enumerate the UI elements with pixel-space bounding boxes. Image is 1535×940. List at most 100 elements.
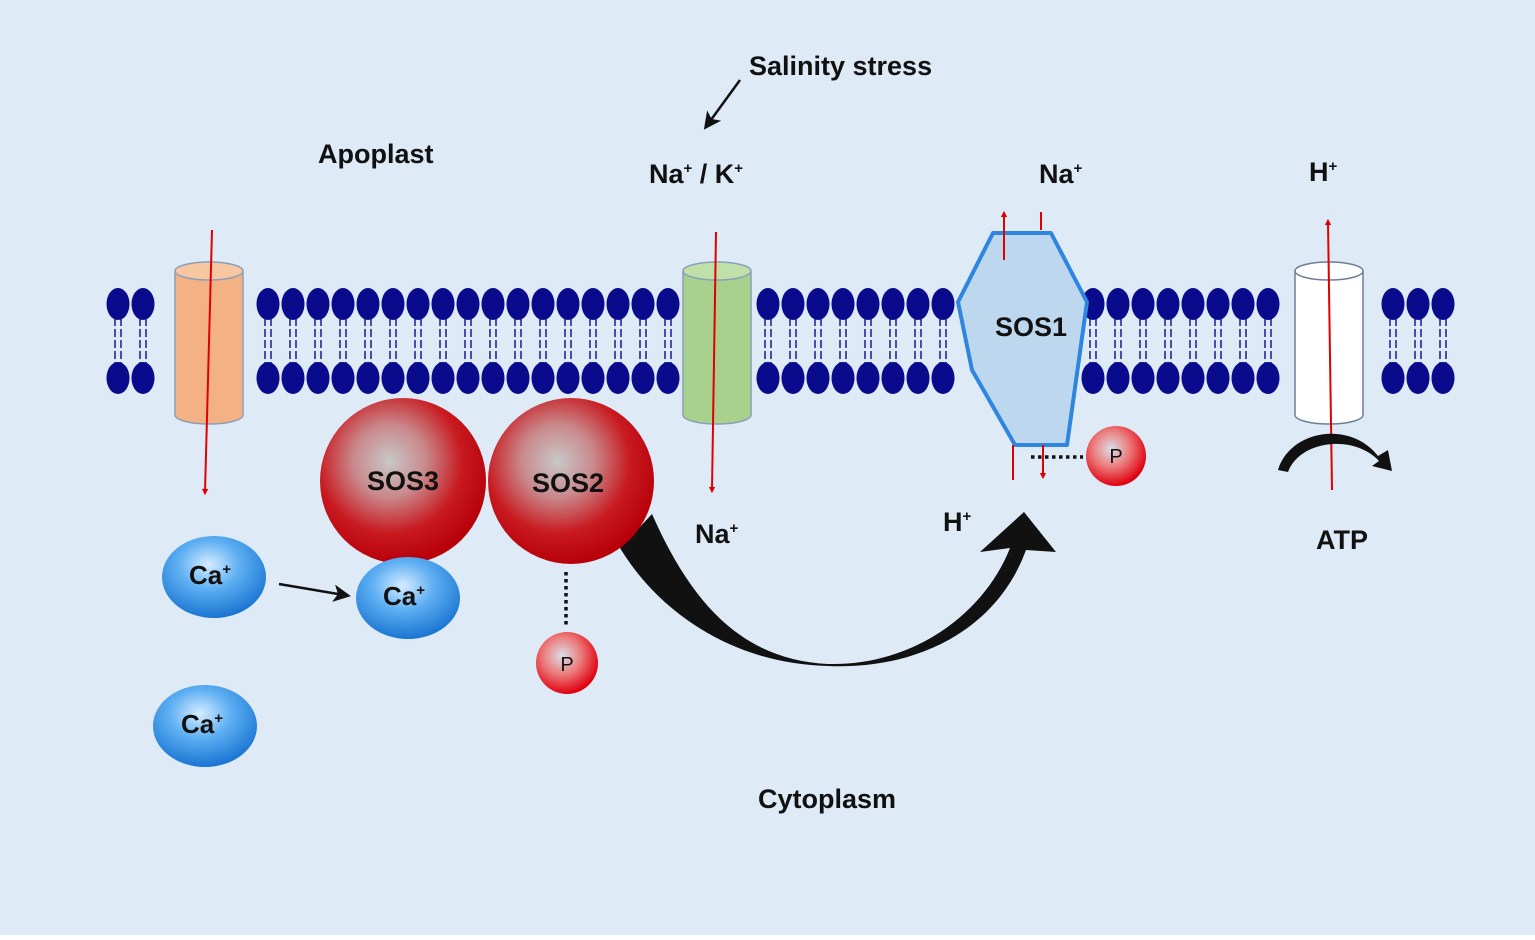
lipid-head — [331, 288, 355, 320]
lipid-tail-pair — [789, 318, 797, 364]
sos1-antiporter: SOS1 — [956, 210, 1089, 480]
lipid-bilayer — [106, 288, 1455, 394]
calcium-ion-3-label: Ca+ — [181, 709, 223, 739]
lipid-head — [106, 362, 130, 394]
lipid-head — [931, 362, 955, 394]
sodium-apoplast-label: Na+ — [1039, 159, 1083, 189]
lipid-tail-pair — [1239, 318, 1247, 364]
lipid-tail-pair — [389, 318, 397, 364]
lipid-head — [281, 288, 305, 320]
lipid-head — [1106, 362, 1130, 394]
lipid-tail-pair — [939, 318, 947, 364]
lipid-head — [806, 362, 830, 394]
lipid-head — [1081, 362, 1105, 394]
lipid-head — [306, 362, 330, 394]
lipid-tail-pair — [764, 318, 772, 364]
lipid-tail-pair — [1089, 318, 1097, 364]
lipid-head — [856, 362, 880, 394]
lipid-head — [831, 362, 855, 394]
atp-label: ATP — [1316, 525, 1368, 555]
lipid-head — [781, 362, 805, 394]
lipid-tail-pair — [339, 318, 347, 364]
sodium-influx-arrow — [708, 231, 717, 494]
apoplast-label: Apoplast — [318, 139, 434, 169]
lipid-head — [256, 362, 280, 394]
lipid-head — [381, 288, 405, 320]
lipid-head — [606, 288, 630, 320]
lipid-head — [631, 362, 655, 394]
lipid-tail-pair — [1189, 318, 1197, 364]
lipid-head — [1406, 362, 1430, 394]
lipid-head — [506, 362, 530, 394]
calcium-channel — [174, 229, 244, 496]
salinity-stress-arrow — [703, 79, 742, 130]
na-k-label: Na+ / K+ — [649, 159, 743, 189]
lipid-head — [281, 362, 305, 394]
lipid-head — [1181, 288, 1205, 320]
lipid-head — [556, 288, 580, 320]
lipid-tail-pair — [839, 318, 847, 364]
lipid-head — [356, 362, 380, 394]
lipid-head — [581, 288, 605, 320]
lipid-tail-pair — [439, 318, 447, 364]
calcium-influx-arrow — [201, 229, 213, 496]
sos3-protein — [320, 398, 486, 564]
lipid-head — [806, 288, 830, 320]
sos2-label: SOS2 — [532, 468, 604, 498]
phosphate-sos2-label: P — [560, 654, 573, 676]
lipid-tail-pair — [1414, 318, 1422, 364]
lipid-tail-pair — [1389, 318, 1397, 364]
lipid-head — [1156, 288, 1180, 320]
lipid-head — [256, 288, 280, 320]
lipid-head — [1256, 362, 1280, 394]
sos3-label: SOS3 — [367, 466, 439, 496]
na-k-channel — [682, 231, 752, 494]
sos2-protein — [488, 398, 654, 564]
lipid-tail-pair — [1164, 318, 1172, 364]
lipid-head — [1431, 288, 1455, 320]
lipid-head — [1256, 288, 1280, 320]
lipid-head — [1131, 362, 1155, 394]
lipid-head — [931, 288, 955, 320]
lipid-head — [431, 288, 455, 320]
proton-apoplast-label: H+ — [1309, 157, 1338, 187]
lipid-head — [581, 362, 605, 394]
lipid-head — [881, 362, 905, 394]
lipid-head — [106, 288, 130, 320]
lipid-tail-pair — [864, 318, 872, 364]
lipid-head — [1231, 288, 1255, 320]
lipid-head — [506, 288, 530, 320]
lipid-head — [456, 288, 480, 320]
activation-arrow — [620, 512, 1056, 667]
lipid-head — [1206, 288, 1230, 320]
lipid-head — [881, 288, 905, 320]
lipid-tail-pair — [539, 318, 547, 364]
sos1-label: SOS1 — [995, 312, 1067, 342]
lipid-head — [456, 362, 480, 394]
lipid-head — [1406, 288, 1430, 320]
lipid-tail-pair — [314, 318, 322, 364]
atp-hydrolysis-arrow — [1278, 433, 1392, 472]
lipid-tail-pair — [1439, 318, 1447, 364]
lipid-tail-pair — [364, 318, 372, 364]
cytoplasm-label: Cytoplasm — [758, 784, 896, 814]
calcium-ion-1-label: Ca+ — [189, 560, 231, 590]
lipid-head — [406, 362, 430, 394]
lipid-tail-pair — [1139, 318, 1147, 364]
lipid-head — [756, 288, 780, 320]
lipid-head — [431, 362, 455, 394]
lipid-head — [1106, 288, 1130, 320]
lipid-tail-pair — [264, 318, 272, 364]
proton-atpase — [1278, 218, 1392, 491]
lipid-tail-pair — [914, 318, 922, 364]
lipid-head — [381, 362, 405, 394]
lipid-head — [1231, 362, 1255, 394]
phosphate-sos1 — [1086, 426, 1146, 486]
lipid-tail-pair — [114, 318, 122, 364]
lipid-head — [656, 288, 680, 320]
lipid-tail-pair — [614, 318, 622, 364]
lipid-head — [331, 362, 355, 394]
lipid-tail-pair — [1114, 318, 1122, 364]
